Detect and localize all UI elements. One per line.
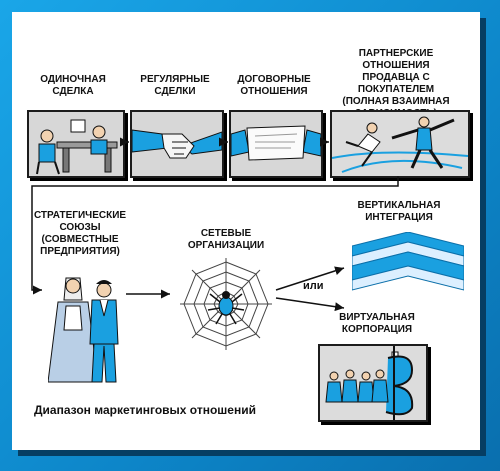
label-vertical-integration: ВЕРТИКАЛЬНАЯ ИНТЕГРАЦИЯ (357, 200, 441, 223)
virtual-corporation-image (318, 344, 428, 422)
label-regular-deals: РЕГУЛЯРНЫЕ СДЕЛКИ (140, 74, 210, 97)
vertical-integration-graphic (352, 232, 464, 291)
or-label: или (303, 280, 324, 292)
spider-web-image (180, 258, 272, 350)
label-contract-relations: ДОГОВОРНЫЕ ОТНОШЕНИЯ (237, 74, 311, 97)
label-network-orgs: СЕТЕВЫЕ ОРГАНИЗАЦИИ (187, 228, 265, 251)
label-virtual-corporation: ВИРТУАЛЬНАЯ КОРПОРАЦИЯ (339, 312, 415, 335)
single-deal-image (27, 110, 125, 178)
label-strategic-alliances: СТРАТЕГИЧЕСКИЕ СОЮЗЫ (СОВМЕСТНЫЕ ПРЕДПРИ… (33, 210, 127, 257)
regular-deals-image (130, 110, 224, 178)
label-single-deal: ОДИНОЧНАЯ СДЕЛКА (40, 74, 106, 97)
diagram-caption: Диапазон маркетинговых отношений (34, 403, 256, 417)
couple-image (48, 277, 119, 383)
partnership-image (330, 110, 470, 178)
